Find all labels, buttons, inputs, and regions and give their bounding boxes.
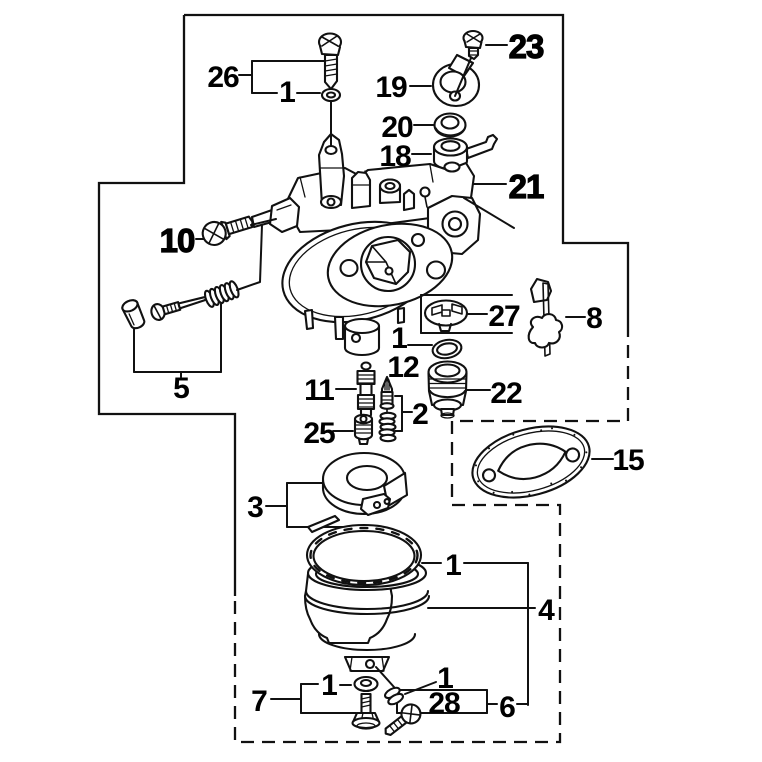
part-pilot-screw-5 — [150, 296, 211, 321]
part-drain-bolt-7 — [351, 692, 381, 730]
callout-label-15: 15 — [612, 444, 644, 477]
parts-layer — [121, 29, 591, 736]
callout-label-22: 22 — [490, 377, 522, 410]
part-float-3 — [321, 451, 409, 517]
callout-label-8: 8 — [586, 302, 602, 335]
callout-label-4: 4 — [538, 594, 555, 627]
callout-label-20: 20 — [381, 111, 413, 144]
callout-label-18: 18 — [379, 140, 411, 173]
part-washer-7 — [353, 675, 379, 693]
callout-label-1: 1 — [437, 662, 453, 695]
leader-line — [404, 681, 437, 695]
callout-label-3: 3 — [247, 491, 263, 524]
part-gasket-15 — [471, 425, 591, 499]
callout-label-1: 1 — [321, 669, 337, 702]
part-nozzle-11 — [356, 361, 376, 424]
callout-label-21: 21 — [509, 168, 544, 205]
part-cup-22 — [427, 360, 468, 419]
part-washer-26 — [320, 87, 342, 103]
overlay-line-layer — [236, 57, 515, 688]
callout-label-11: 11 — [304, 374, 334, 407]
assembly-line — [375, 666, 395, 688]
part-jet-25 — [353, 413, 374, 446]
callout-label-5: 5 — [173, 372, 189, 405]
part-27 — [423, 299, 469, 333]
callout-label-7: 7 — [251, 685, 267, 718]
part-screw-28 — [384, 703, 422, 736]
assembly-line — [250, 218, 277, 226]
part-washer-20 — [433, 112, 467, 138]
callout-label-12: 12 — [387, 351, 419, 384]
boundary-solid-segment — [97, 15, 237, 596]
callout-label-19: 19 — [375, 71, 407, 104]
part-screw-26 — [317, 32, 343, 103]
callout-label-1: 1 — [445, 549, 461, 582]
part-bowl-oring-1 — [305, 523, 423, 587]
part-oring-22 — [431, 338, 463, 360]
part-8 — [527, 277, 564, 357]
part-18 — [432, 133, 499, 171]
part-float-pin-3 — [306, 514, 341, 534]
callout-label-23: 23 — [509, 28, 544, 65]
callout-label-6: 6 — [499, 691, 515, 724]
part-19 — [431, 53, 481, 108]
part-spring-2 — [378, 411, 397, 443]
assembly-boundary — [97, 13, 630, 744]
assembly-line — [454, 57, 472, 97]
part-limiter-cap-5 — [121, 299, 146, 330]
callout-label-27: 27 — [488, 300, 520, 333]
callout-label-26: 26 — [207, 61, 239, 94]
callout-label-28: 28 — [428, 687, 460, 720]
assembly-line — [236, 224, 263, 291]
boundary-dashed-segment — [233, 324, 630, 744]
part-spring-washer-28 — [383, 686, 405, 706]
callout-label-2: 2 — [412, 398, 428, 431]
assembly-line — [463, 197, 515, 229]
boundary-solid-segment — [184, 13, 630, 324]
callout-label-1: 1 — [391, 322, 407, 355]
part-screw-23 — [462, 29, 484, 61]
leader-layer — [133, 44, 614, 714]
callout-label-1: 1 — [279, 76, 295, 109]
callout-label-10: 10 — [160, 222, 195, 259]
part-screw-10 — [201, 215, 254, 247]
callout-label-25: 25 — [303, 417, 335, 450]
part-carburetor-body — [250, 132, 482, 357]
part-spring-5 — [203, 280, 240, 308]
